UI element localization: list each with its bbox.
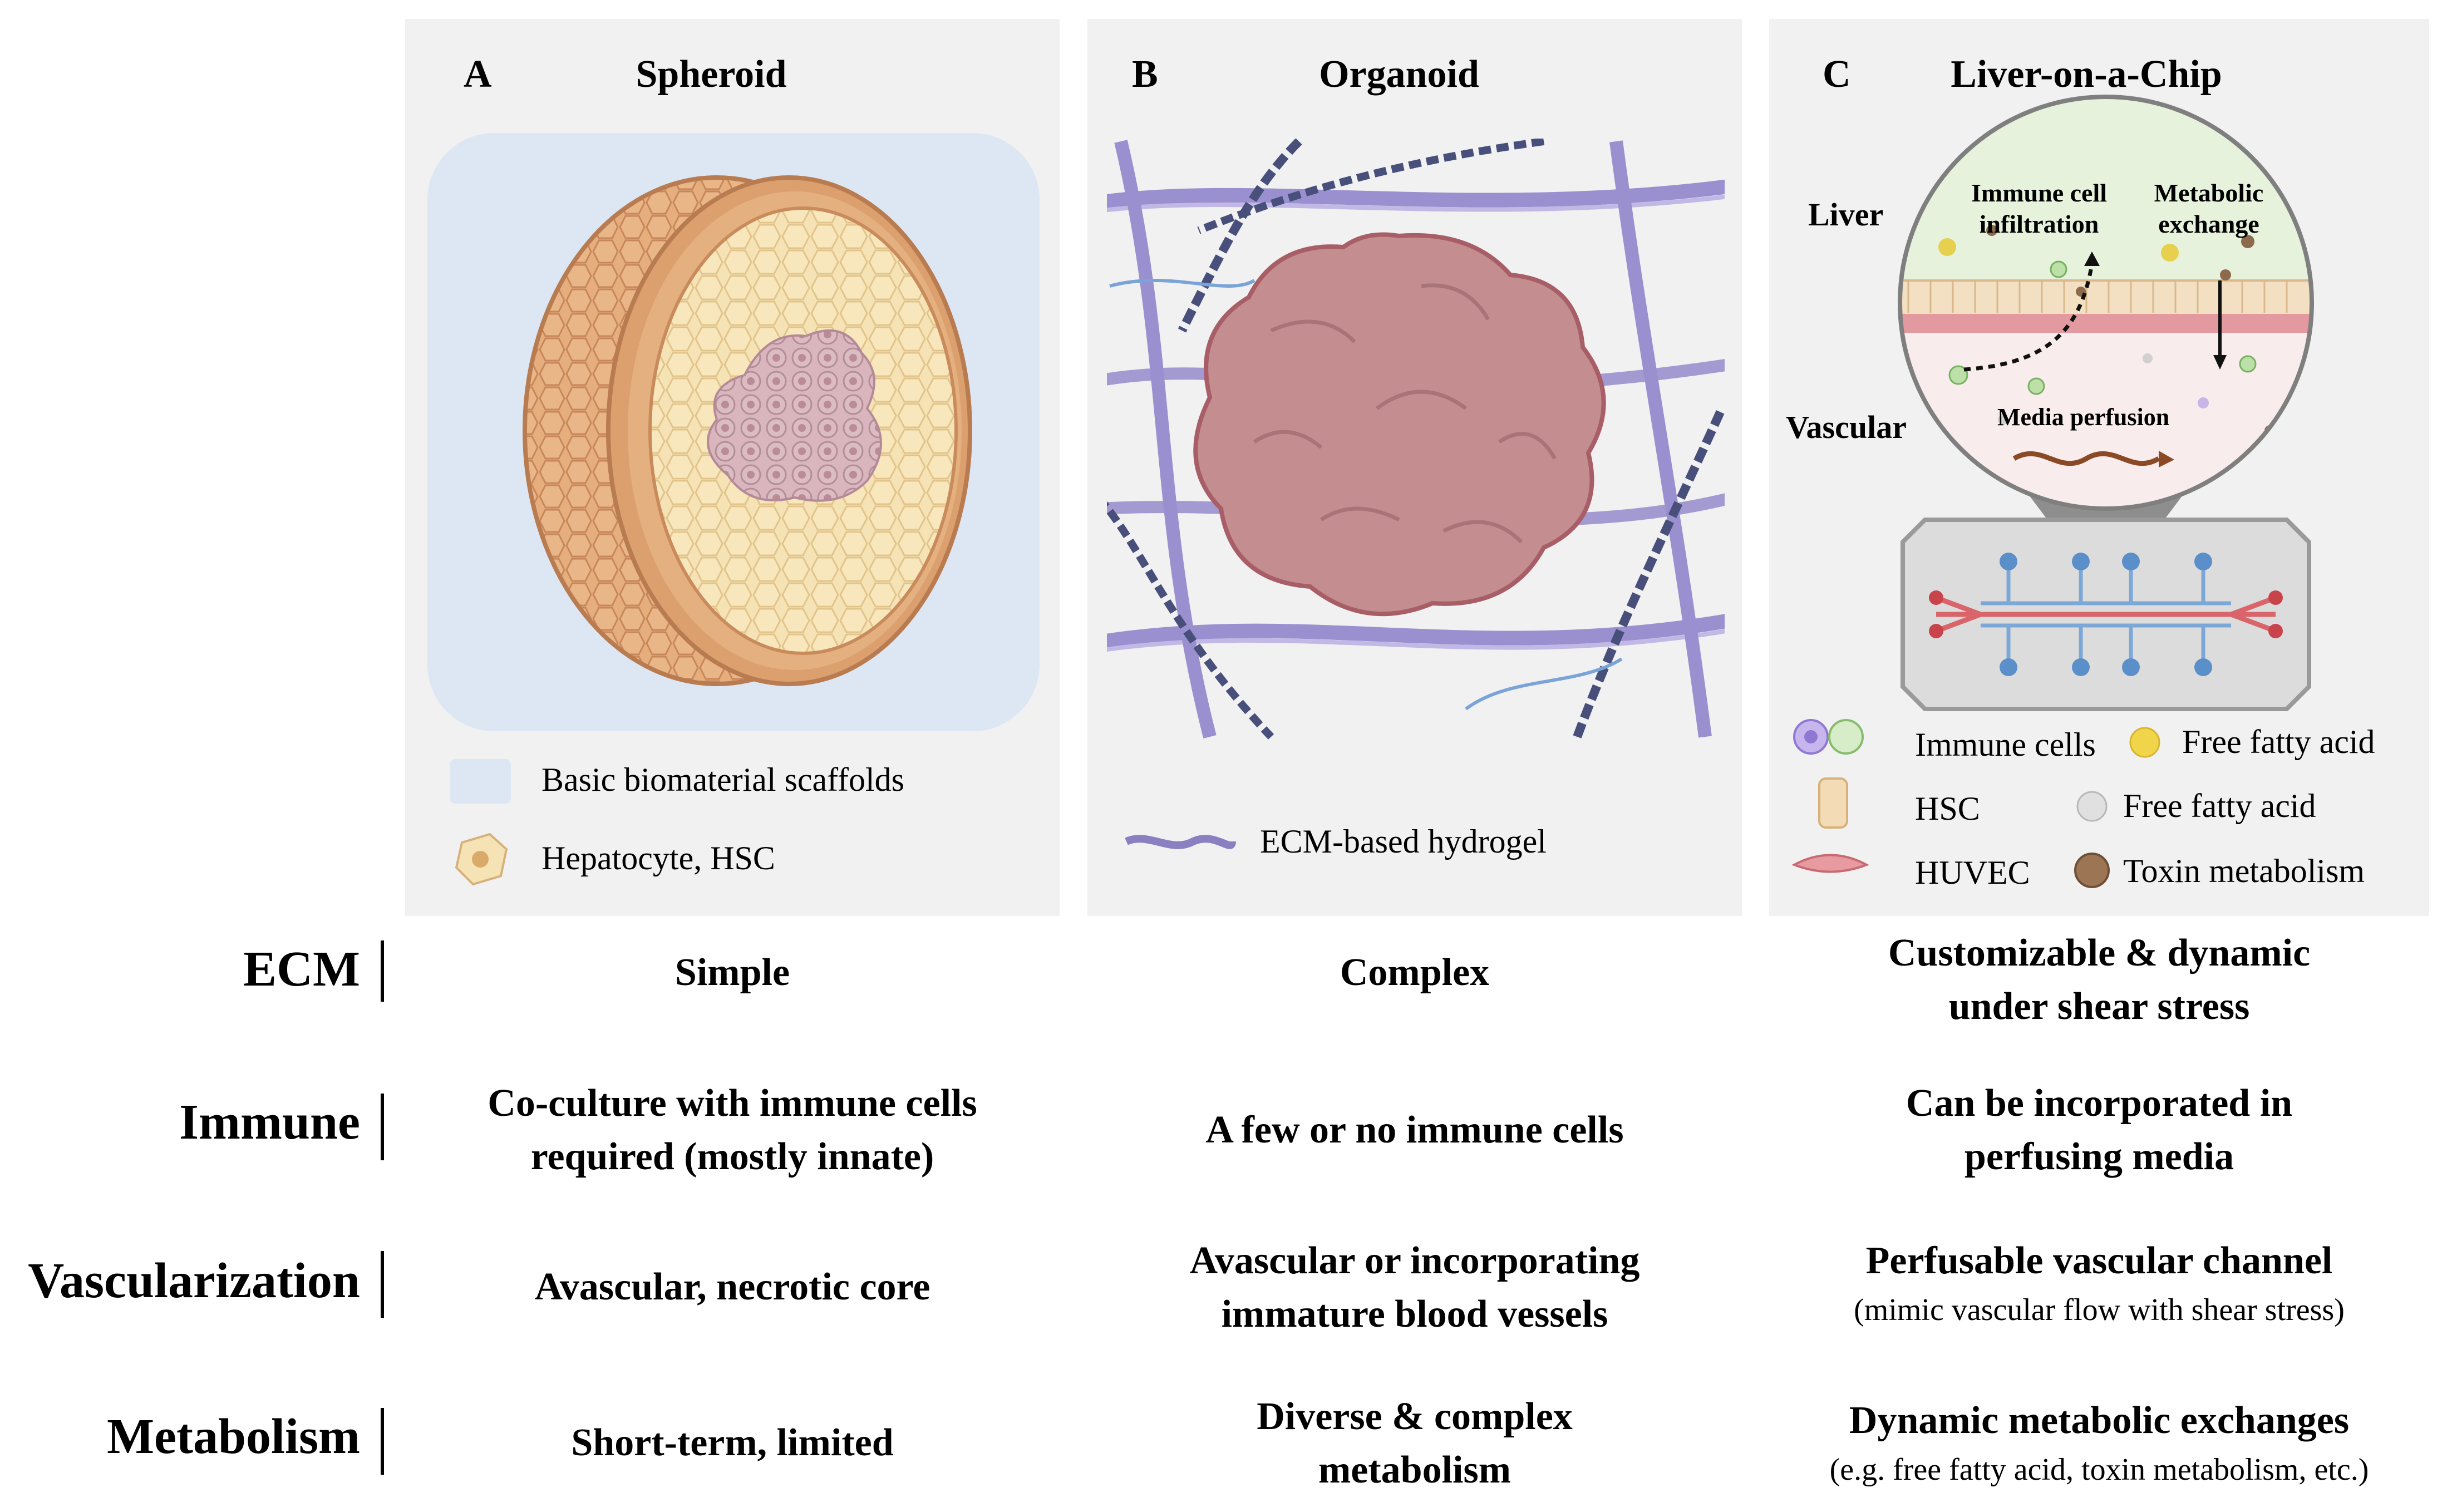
- necrotic-core: [707, 329, 882, 502]
- row-label-immune: Immune: [179, 1095, 360, 1150]
- cell-ecm-spheroid: Simple: [674, 951, 790, 994]
- panel-letter: B: [1132, 53, 1158, 96]
- row-divider: [381, 1094, 384, 1160]
- panel-organoid: B Organoid ECM-based hydrogel: [1087, 19, 1742, 916]
- cell-metabolism-spheroid: Short-term, limited: [571, 1421, 894, 1464]
- panel-title: Spheroid: [636, 53, 787, 96]
- panel-liver-on-chip: C Liver-on-a-Chip: [1769, 19, 2429, 916]
- cell-vascular-spheroid: Avascular, necrotic core: [534, 1265, 930, 1308]
- cell-metabolism-chip: Dynamic metabolic exchanges (e.g. free f…: [1829, 1399, 2369, 1487]
- panel-title: Organoid: [1319, 53, 1479, 96]
- cell-vascular-chip: Perfusable vascular channel (mimic vascu…: [1854, 1239, 2345, 1327]
- organoid-illustration: [1107, 139, 1725, 849]
- legend-ffa-2: Free fatty acid: [2123, 787, 2316, 824]
- legend-hepatocyte: Hepatocyte, HSC: [541, 840, 775, 876]
- legend-hsc: HSC: [1915, 790, 1980, 827]
- panel-letter: C: [1823, 53, 1851, 96]
- cell-vascular-organoid: Avascular or incorporating immature bloo…: [1189, 1239, 1640, 1336]
- fatty-acid-icon: [2129, 727, 2160, 758]
- row-label-ecm: ECM: [243, 942, 360, 997]
- legend-toxin: Toxin metabolism: [2123, 853, 2365, 889]
- scaffold-swatch: [450, 759, 511, 804]
- organoid-body: [1193, 232, 1606, 617]
- row-label-vascularization: Vascularization: [28, 1253, 360, 1308]
- legend-immune: Immune cells: [1915, 726, 2096, 763]
- vascular-channel: [1935, 595, 2277, 634]
- huvec-icon: [1791, 854, 1869, 873]
- cell-metabolism-organoid: Diverse & complex metabolism: [1257, 1395, 1573, 1491]
- panel-spheroid: A Spheroid Bas: [405, 19, 1060, 916]
- row-divider: [381, 1408, 384, 1475]
- row-label-metabolism: Metabolism: [107, 1409, 360, 1464]
- legend-scaffold: Basic biomaterial scaffolds: [541, 761, 905, 798]
- vascular-label: Vascular: [1786, 409, 1907, 445]
- panel-letter: A: [464, 53, 492, 96]
- cell-immune-spheroid: Co-culture with immune cells required (m…: [488, 1082, 977, 1178]
- hydrogel-swatch: [1125, 835, 1236, 849]
- immune-infiltration-label: Immune cell infiltration: [1971, 179, 2107, 238]
- toxin-icon: [2074, 853, 2110, 888]
- cell-ecm-organoid: Complex: [1340, 951, 1490, 994]
- row-divider: [381, 940, 384, 1002]
- cell-ecm-chip: Customizable & dynamic under shear stres…: [1888, 932, 2311, 1028]
- cell-immune-organoid: A few or no immune cells: [1205, 1109, 1624, 1151]
- hsc-icon: [1818, 777, 1848, 829]
- media-perfusion-label: Media perfusion: [1997, 403, 2170, 431]
- legend-huvec: HUVEC: [1915, 854, 2030, 891]
- liver-channel: [1981, 570, 2231, 659]
- panel-title: Liver-on-a-Chip: [1951, 53, 2222, 96]
- cell-immune-chip: Can be incorporated in perfusing media: [1906, 1082, 2293, 1178]
- metabolic-exchange-label: Metabolic exchange: [2154, 179, 2264, 238]
- liver-label: Liver: [1808, 196, 1884, 233]
- fatty-acid-icon: [2076, 791, 2108, 822]
- row-divider: [381, 1251, 384, 1318]
- legend-ffa: Free fatty acid: [2182, 723, 2375, 760]
- chip-illustration: [1791, 95, 2314, 888]
- legend-hydrogel: ECM-based hydrogel: [1260, 823, 1547, 860]
- spheroid-illustration: [427, 133, 1040, 886]
